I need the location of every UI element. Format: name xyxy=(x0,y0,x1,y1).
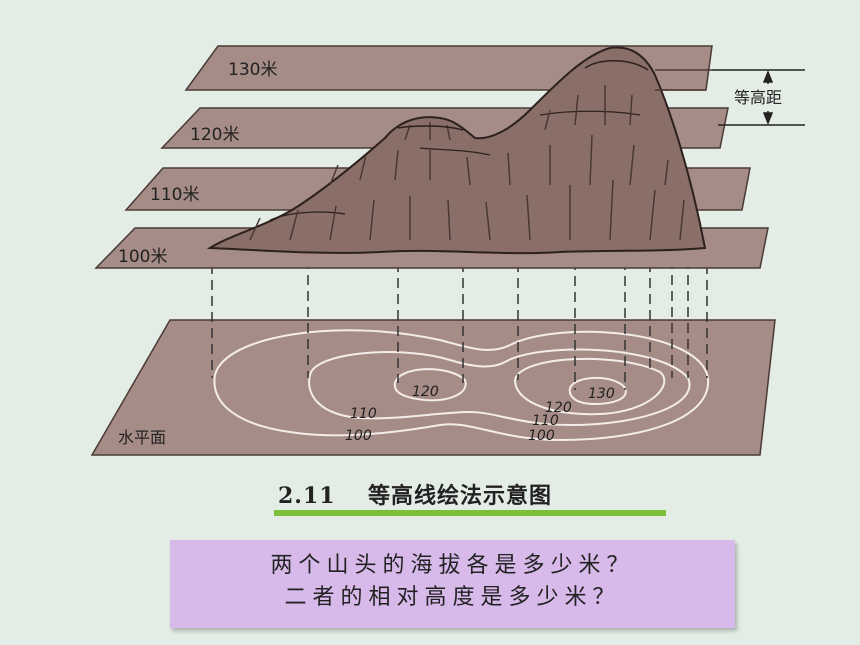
plane-label-120: 120米 xyxy=(190,125,239,145)
plane-label-130: 130米 xyxy=(228,60,277,80)
interval-label: 等高距 xyxy=(734,88,782,107)
contour-label: 110 xyxy=(532,413,559,429)
contour-100 xyxy=(213,329,710,442)
mountain-terrain xyxy=(206,46,707,255)
question-line-1: 两个山头的海拔各是多少米？ xyxy=(270,553,635,578)
question-box: 两个山头的海拔各是多少米？ 二者的相对高度是多少米？ xyxy=(170,540,735,628)
interval-bracket xyxy=(712,69,805,126)
figure-title: 等高线绘法示意图 xyxy=(368,483,553,509)
horizontal-plane-base xyxy=(90,319,776,456)
caption-underline xyxy=(274,510,666,516)
contour-110 xyxy=(308,348,691,427)
contour-lines xyxy=(213,329,710,442)
plane-label-110: 110米 xyxy=(150,185,199,205)
contour-label: 100 xyxy=(345,428,372,444)
contour-label: 100 xyxy=(528,428,555,444)
figure-number: 2.11 xyxy=(278,483,336,509)
contour-120-right xyxy=(513,357,666,416)
contour-label: 130 xyxy=(588,386,615,402)
contour-label: 120 xyxy=(545,400,572,416)
question-line-2: 二者的相对高度是多少米？ xyxy=(284,585,621,610)
contour-130 xyxy=(568,376,627,406)
figure-caption: 2.11 等高线绘法示意图 xyxy=(272,478,666,512)
plane-label-100: 100米 xyxy=(118,247,167,267)
contour-label: 110 xyxy=(350,406,377,422)
contour-120-left xyxy=(393,368,467,402)
contour-value-labels: 120 130 120 110 110 100 100 xyxy=(345,384,615,444)
contour-label: 120 xyxy=(412,384,439,400)
base-plane-label: 水平面 xyxy=(118,428,166,447)
